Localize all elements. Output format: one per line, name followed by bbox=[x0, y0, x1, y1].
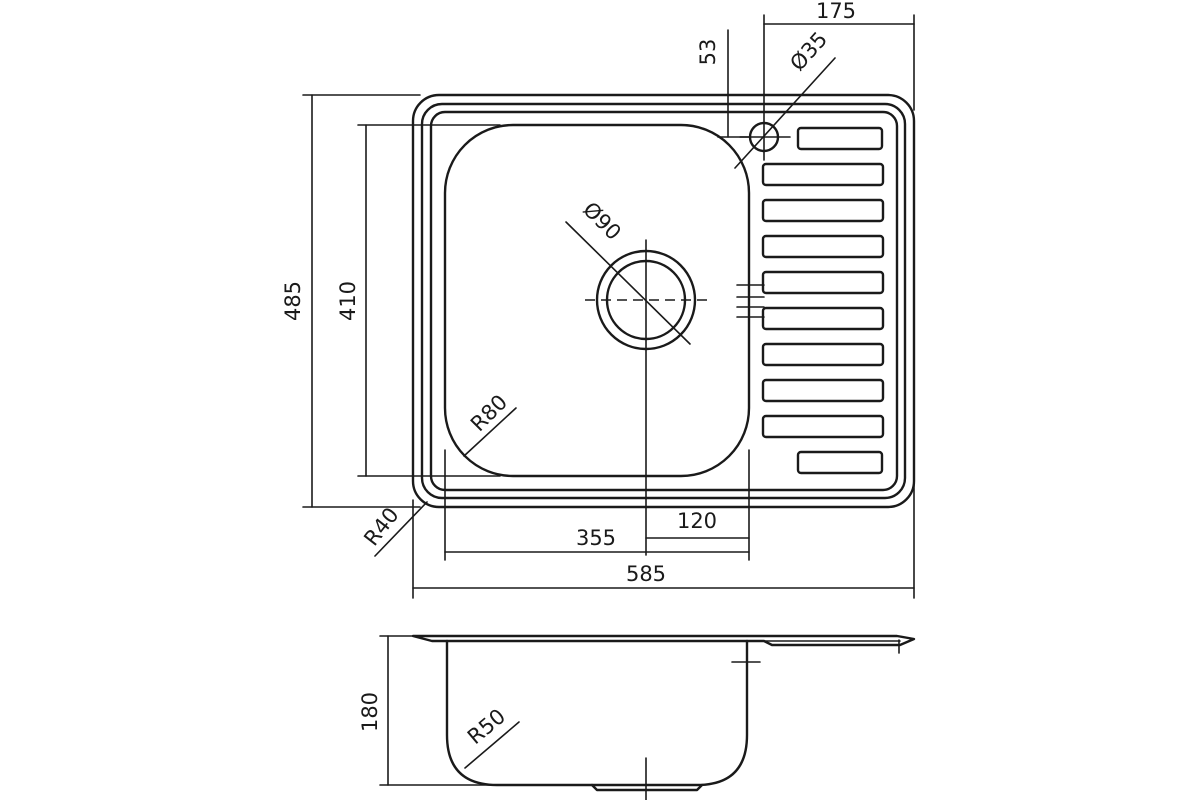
drainer-rib bbox=[796, 450, 884, 475]
dim-drain-diameter-label: Ø90 bbox=[578, 197, 626, 245]
drainer-rib bbox=[761, 342, 885, 367]
dimension-r80: R80 bbox=[463, 390, 517, 457]
dimension-r40: R40 bbox=[359, 501, 428, 557]
drainer-rib bbox=[761, 234, 885, 259]
side-view bbox=[411, 634, 916, 800]
dim-bowl-depth-label: 180 bbox=[358, 692, 382, 732]
dimension-r50: R50 bbox=[463, 704, 520, 769]
drainer-rib bbox=[761, 198, 885, 223]
bowl-outline bbox=[443, 123, 751, 478]
dim-bottom-radius-label: R50 bbox=[463, 704, 510, 749]
dim-overall-width-label: 485 bbox=[281, 281, 305, 321]
sink-rim-inner-line bbox=[420, 102, 907, 500]
drainer-rib bbox=[761, 162, 885, 187]
dimension-585: 585 bbox=[412, 119, 915, 599]
dimension-120: 120 bbox=[645, 509, 750, 539]
dim-bowl-width-label: 410 bbox=[336, 281, 360, 321]
dimension-410: 410 bbox=[336, 124, 501, 477]
dim-bowl-length-label: 355 bbox=[576, 526, 616, 550]
dimension-53: 53 bbox=[696, 29, 751, 138]
sink-outer-rim bbox=[411, 93, 916, 509]
drainer-rib bbox=[796, 126, 884, 151]
dim-drainer-width-label: 175 bbox=[816, 0, 856, 23]
dimension-175: 175 bbox=[763, 0, 915, 111]
side-view-rim bbox=[411, 634, 916, 647]
dim-bowl-radius-label: R80 bbox=[466, 390, 512, 436]
dim-tap-offset-label: 53 bbox=[696, 39, 720, 66]
drainer-rib bbox=[761, 270, 885, 295]
dim-overall-length-label: 585 bbox=[626, 562, 666, 586]
top-view bbox=[411, 14, 916, 556]
dimension-180: 180 bbox=[358, 635, 501, 786]
drainer-rib bbox=[761, 414, 885, 439]
overflow-marks bbox=[736, 284, 765, 318]
dimension-485: 485 bbox=[281, 94, 421, 508]
drainer-ribs bbox=[761, 126, 885, 475]
side-view-bowl-profile bbox=[445, 639, 749, 787]
drainer-rib bbox=[761, 378, 885, 403]
dimension-355: 355 bbox=[444, 449, 750, 561]
sink-deck-edge bbox=[429, 110, 899, 492]
dim-drain-offset-label: 120 bbox=[677, 509, 717, 533]
drainer-rib bbox=[761, 306, 885, 331]
dim-outer-radius-label: R40 bbox=[359, 503, 403, 550]
dimension-tap-diameter: Ø35 bbox=[734, 27, 836, 169]
side-view-drain-stub bbox=[590, 783, 704, 792]
